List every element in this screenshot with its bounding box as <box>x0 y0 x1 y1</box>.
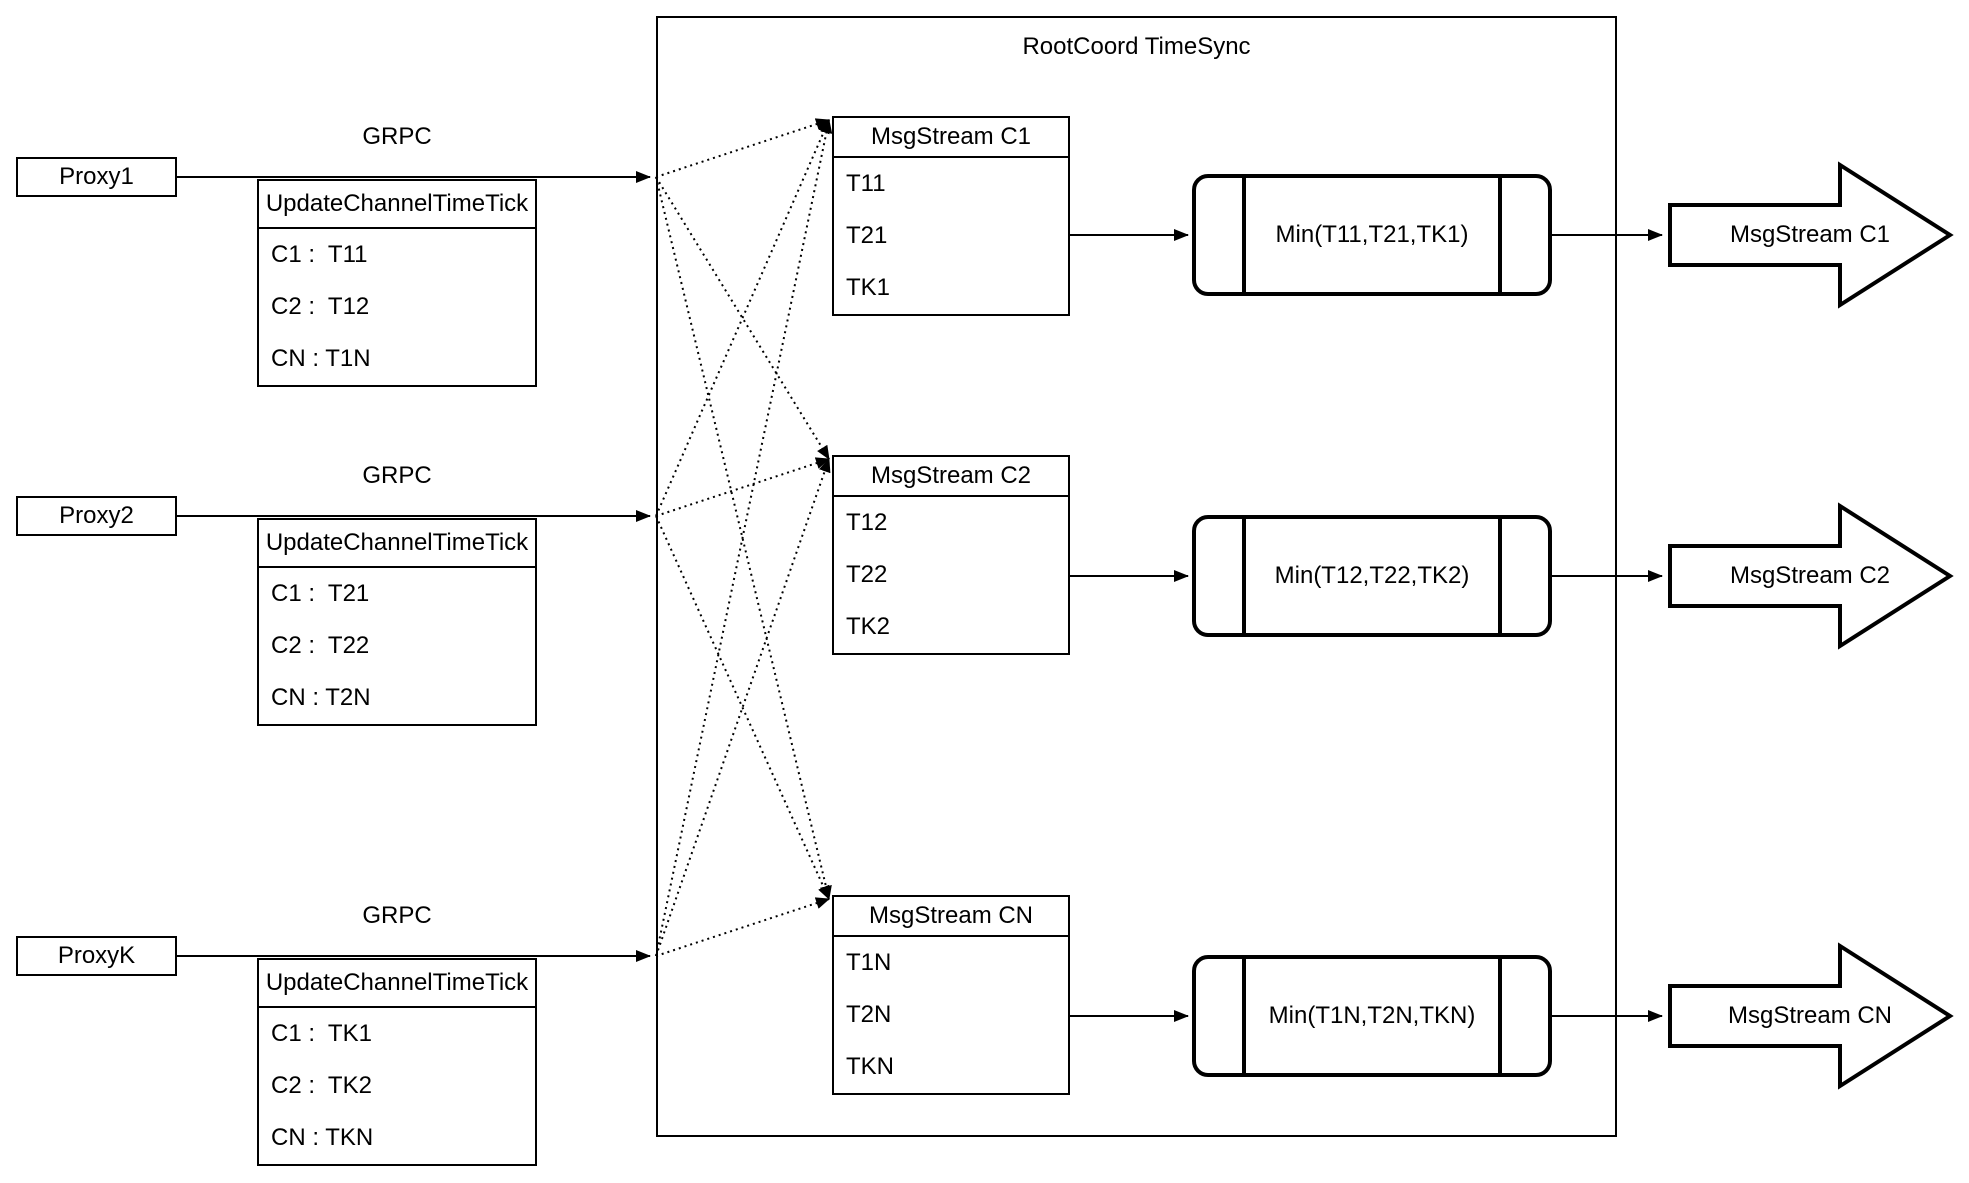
dotted-connector-p2-c1 <box>655 119 830 517</box>
table-row: C2 : T22 <box>271 632 370 659</box>
process-bar-icon <box>1242 519 1246 633</box>
dotted-connector-p1-cn <box>655 176 832 900</box>
stream-table-header: MsgStream CN <box>834 897 1068 937</box>
table-row: C1 : TK1 <box>271 1020 372 1047</box>
block-arrow-c2-icon <box>1668 502 1954 650</box>
output-msgstream-c1-label: MsgStream C1 <box>1729 221 1891 248</box>
process-bar-icon <box>1498 519 1502 633</box>
table-row: CN : T2N <box>271 684 371 711</box>
proxy1-updatechanneltimetick-table: UpdateChannelTimeTick C1 : T11 C2 : T12 … <box>257 179 537 387</box>
min-cn-box: Min(T1N,T2N,TKN) <box>1192 955 1552 1077</box>
stream-table-row: T2N <box>846 1001 892 1028</box>
proxyk-label: ProxyK <box>57 942 136 969</box>
stream-table-row: T22 <box>846 561 888 588</box>
min-c1-label: Min(T11,T21,TK1) <box>1275 221 1469 248</box>
dotted-connector-pk-cn <box>655 897 830 957</box>
proxy1-box: Proxy1 <box>16 157 177 197</box>
stream-table-row: TK2 <box>846 613 891 640</box>
table-header: UpdateChannelTimeTick <box>259 520 535 568</box>
output-msgstream-cn-label: MsgStream CN <box>1727 1002 1893 1029</box>
rootcoord-timesync-title: RootCoord TimeSync <box>1022 33 1251 60</box>
dotted-connector-p1-c1 <box>655 118 830 178</box>
process-bar-icon <box>1498 178 1502 292</box>
proxyk-updatechanneltimetick-table: UpdateChannelTimeTick C1 : TK1 C2 : TK2 … <box>257 958 537 1166</box>
stream-table-header: MsgStream C1 <box>834 118 1068 158</box>
stream-table-row: T11 <box>846 170 886 197</box>
table-row: CN : TKN <box>271 1124 374 1151</box>
dotted-connector-p2-cn <box>655 515 830 900</box>
table-header: UpdateChannelTimeTick <box>259 181 535 229</box>
stream-table-row: T1N <box>846 949 892 976</box>
process-bar-icon <box>1242 178 1246 292</box>
proxyk-box: ProxyK <box>16 936 177 976</box>
dotted-connector-p2-c2 <box>655 457 830 517</box>
process-bar-icon <box>1242 959 1246 1073</box>
dotted-connector-pk-c2 <box>655 458 831 957</box>
rootcoord-timesync-container <box>656 16 1617 1137</box>
table-row: C1 : T11 <box>271 241 368 268</box>
proxy1-grpc-label: GRPC <box>362 123 432 150</box>
dotted-connector-pk-c1 <box>655 119 833 957</box>
proxyk-grpc-label: GRPC <box>362 902 432 929</box>
table-row: CN : T1N <box>271 345 371 372</box>
min-c2-label: Min(T12,T22,TK2) <box>1274 562 1470 589</box>
proxy2-updatechanneltimetick-table: UpdateChannelTimeTick C1 : T21 C2 : T22 … <box>257 518 537 726</box>
stream-table-row: T12 <box>846 509 888 536</box>
stream-table-row: TK1 <box>846 274 891 301</box>
block-arrow-cn-icon <box>1668 942 1954 1090</box>
msgstream-c1-table: MsgStream C1 T11 T21 TK1 <box>832 116 1070 316</box>
table-row: C2 : TK2 <box>271 1072 372 1099</box>
proxy2-grpc-label: GRPC <box>362 462 432 489</box>
min-c1-box: Min(T11,T21,TK1) <box>1192 174 1552 296</box>
process-bar-icon <box>1498 959 1502 1073</box>
table-row: C1 : T21 <box>271 580 370 607</box>
block-arrow-c1-icon <box>1668 161 1954 309</box>
proxy2-label: Proxy2 <box>59 502 134 529</box>
table-row: C2 : T12 <box>271 293 370 320</box>
msgstream-cn-table: MsgStream CN T1N T2N TKN <box>832 895 1070 1095</box>
proxy1-label: Proxy1 <box>59 163 134 190</box>
dotted-connector-p1-c2 <box>655 176 830 460</box>
min-cn-label: Min(T1N,T2N,TKN) <box>1268 1002 1476 1029</box>
stream-table-header: MsgStream C2 <box>834 457 1068 497</box>
stream-table-row: TKN <box>846 1053 894 1080</box>
min-c2-box: Min(T12,T22,TK2) <box>1192 515 1552 637</box>
msgstream-c2-table: MsgStream C2 T12 T22 TK2 <box>832 455 1070 655</box>
table-header: UpdateChannelTimeTick <box>259 960 535 1008</box>
proxy2-box: Proxy2 <box>16 496 177 536</box>
output-msgstream-c2-label: MsgStream C2 <box>1729 562 1891 589</box>
stream-table-row: T21 <box>846 222 888 249</box>
